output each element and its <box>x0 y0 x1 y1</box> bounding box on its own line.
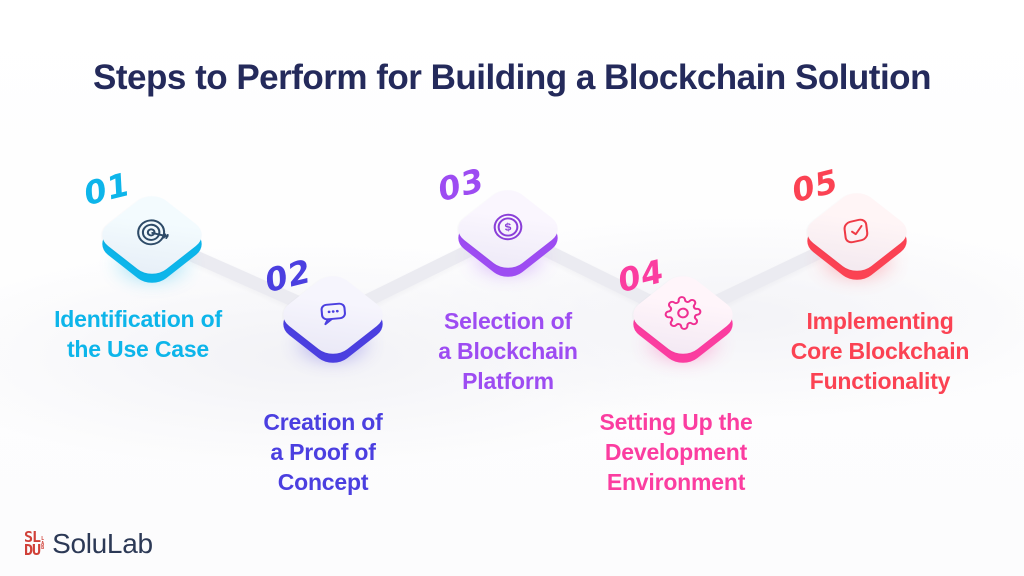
page-title: Steps to Perform for Building a Blockcha… <box>93 58 931 97</box>
solulab-logo: SL DU L A B SoluLab <box>24 528 153 560</box>
step-1-label: Identification of the Use Case <box>54 306 222 362</box>
step-2-diamond <box>273 258 393 378</box>
step-4-diamond <box>623 258 743 378</box>
step-5-diamond <box>797 175 917 295</box>
svg-text:$: $ <box>504 222 512 234</box>
step-4-label: Setting Up the Development Environment <box>599 409 753 495</box>
step-3-diamond: $ <box>448 172 568 292</box>
solulab-logo-text: SoluLab <box>52 528 153 559</box>
check-tag-icon <box>837 211 878 249</box>
dollar-coin-icon: $ <box>488 208 529 246</box>
gear-icon <box>663 294 704 332</box>
step-2-label: Creation of a Proof of Concept <box>263 409 383 495</box>
solulab-logo-mark-icon: SL DU L A B <box>24 528 45 559</box>
target-arrow-icon <box>132 214 173 252</box>
step-1-diamond <box>92 178 212 298</box>
step-5-label: Implementing Core Blockchain Functionali… <box>790 308 970 394</box>
chat-dots-icon <box>313 294 354 332</box>
step-3-label: Selection of a Blockchain Platform <box>438 308 578 394</box>
